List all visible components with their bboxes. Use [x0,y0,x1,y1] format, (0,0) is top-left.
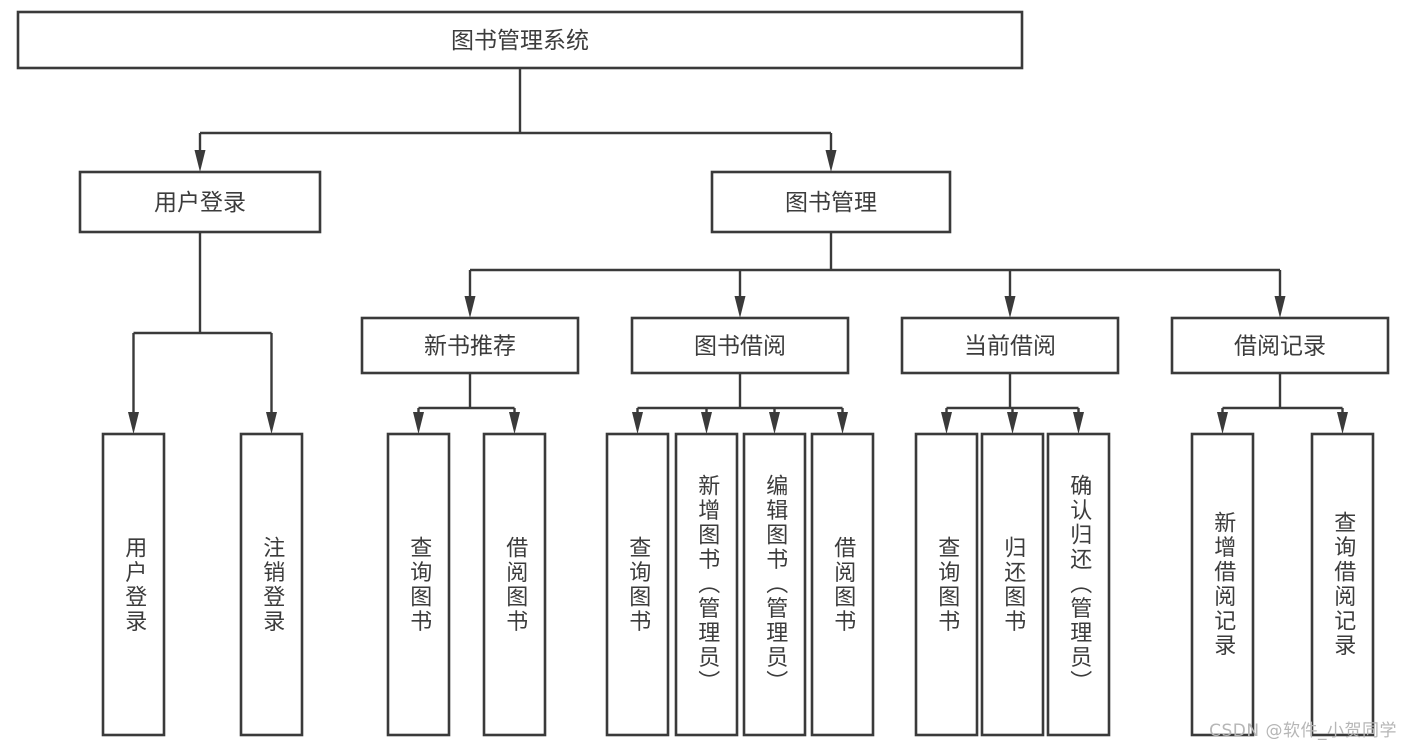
arrow-head-icon [128,412,139,434]
node-box[interactable] [810,432,875,737]
arrow-head-icon [266,412,277,434]
node-leaf-add-book[interactable] [674,432,739,737]
connector-group [413,373,520,434]
node-box[interactable] [1190,432,1255,737]
node-box[interactable] [386,432,451,737]
node-user-login[interactable]: 用户登录 [78,170,322,234]
arrow-head-icon [1274,296,1286,318]
arrow-head-icon [509,412,520,434]
node-box[interactable] [16,10,1024,70]
node-leaf-query-book-2[interactable] [605,432,670,737]
connector-layer [128,68,1348,434]
connector-group [128,232,277,434]
node-leaf-edit-book[interactable] [742,432,807,737]
node-box[interactable] [900,316,1120,375]
node-box[interactable] [101,432,166,737]
arrow-head-icon [1073,412,1084,434]
node-box[interactable] [1046,432,1111,737]
node-box[interactable] [360,316,580,375]
node-leaf-borrow-book-2[interactable] [810,432,875,737]
arrow-head-icon [1217,412,1228,434]
arrow-head-icon [837,412,848,434]
node-current-borrow[interactable]: 当前借阅 [900,316,1120,375]
node-label: 用户登录 [154,190,246,216]
node-label: 图书借阅 [694,334,786,360]
node-leaf-query-book-3[interactable] [914,432,979,737]
node-book-borrow[interactable]: 图书借阅 [630,316,850,375]
connector-group [194,68,837,172]
arrow-head-icon [1004,296,1016,318]
node-book-manage[interactable]: 图书管理 [710,170,952,234]
node-box[interactable] [742,432,807,737]
node-label: 当前借阅 [964,334,1056,360]
node-leaf-user-logout[interactable] [239,432,304,737]
node-label: 借阅记录 [1234,334,1326,360]
node-leaf-query-record[interactable] [1310,432,1375,737]
node-box[interactable] [1310,432,1375,737]
arrow-head-icon [413,412,424,434]
arrow-head-icon [194,150,206,172]
node-box[interactable] [78,170,322,234]
arrow-head-icon [464,296,476,318]
arrow-head-icon [1007,412,1018,434]
node-box[interactable] [914,432,979,737]
node-leaf-user-login[interactable] [101,432,166,737]
node-box[interactable] [630,316,850,375]
connector-group [632,373,848,434]
node-root[interactable]: 图书管理系统 [16,10,1024,70]
node-label: 图书管理系统 [451,28,589,54]
arrow-head-icon [1337,412,1348,434]
connector-group [1217,373,1348,434]
arrow-head-icon [632,412,643,434]
node-box[interactable] [710,170,952,234]
node-box[interactable] [239,432,304,737]
node-leaf-confirm-return[interactable] [1046,432,1111,737]
node-box[interactable] [1170,316,1390,375]
connector-group [464,232,1286,318]
node-leaf-query-book-1[interactable] [386,432,451,737]
node-label: 新书推荐 [424,334,516,360]
node-borrow-record[interactable]: 借阅记录 [1170,316,1390,375]
connector-group [941,373,1084,434]
node-leaf-borrow-book-1[interactable] [482,432,547,737]
node-box[interactable] [605,432,670,737]
arrow-head-icon [825,150,837,172]
node-leaf-add-record[interactable] [1190,432,1255,737]
node-box[interactable] [980,432,1045,737]
node-label: 图书管理 [785,190,877,216]
node-box[interactable] [482,432,547,737]
node-box[interactable] [674,432,739,737]
arrow-head-icon [734,296,746,318]
arrow-head-icon [701,412,712,434]
node-leaf-return-book[interactable] [980,432,1045,737]
watermark-text: CSDN @软件_小贺同学 [1209,721,1397,741]
arrow-head-icon [769,412,780,434]
arrow-head-icon [941,412,952,434]
node-new-book-rec[interactable]: 新书推荐 [360,316,580,375]
